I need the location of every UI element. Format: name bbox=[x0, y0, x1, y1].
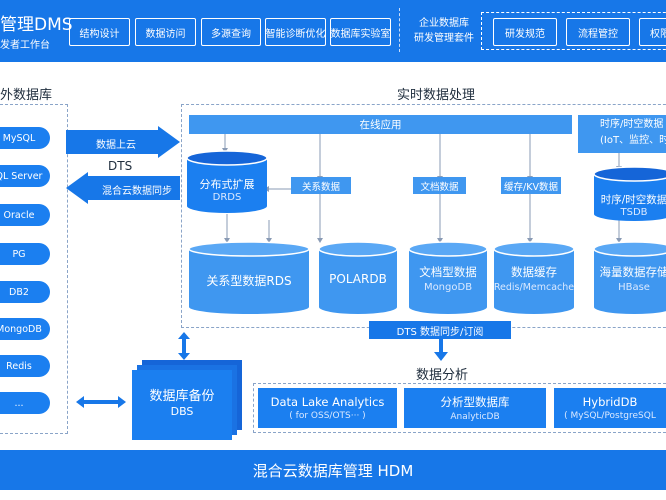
hbase-cylinder bbox=[593, 241, 666, 314]
mongodb-title: 文档型数据 bbox=[419, 265, 477, 279]
online-app-bar: 在线应用 bbox=[189, 115, 572, 134]
db-more: ... bbox=[0, 392, 50, 414]
db-redis: Redis bbox=[0, 355, 50, 377]
polardb-label: POLARDB bbox=[329, 272, 387, 286]
db-mysql: MySQL bbox=[0, 127, 50, 149]
hybriddb-title: HybridDB bbox=[582, 395, 638, 409]
mongodb-subtitle: MongoDB bbox=[423, 282, 473, 293]
analytics-card-analyticdb: 分析型数据库 AnalyticDB bbox=[404, 388, 546, 428]
tsdb-cylinder bbox=[593, 166, 666, 221]
hdm-footer-bar: 混合云数据库管理 HDM bbox=[0, 450, 666, 490]
cache-cylinder bbox=[493, 241, 575, 314]
hybriddb-subtitle: ( MySQL/PostgreSQL bbox=[564, 411, 656, 421]
hbase-title: 海量数据存储 bbox=[599, 265, 666, 279]
dla-subtitle: ( for OSS/OTS··· ) bbox=[289, 411, 366, 421]
db-oracle: Oracle bbox=[0, 204, 50, 226]
header-divider bbox=[399, 8, 400, 52]
analyticdb-subtitle: AnalyticDB bbox=[450, 412, 500, 422]
enterprise-button-permissions[interactable]: 权限 bbox=[639, 18, 666, 46]
dts-sync-subscribe-bar: DTS 数据同步/订阅 bbox=[369, 321, 511, 339]
brand-subtitle: 发者工作台 bbox=[0, 40, 50, 51]
analytics-card-dla: Data Lake Analytics ( for OSS/OTS··· ) bbox=[258, 388, 397, 428]
dts-label: DTS bbox=[108, 159, 133, 173]
enterprise-title-line2: 研发管理套件 bbox=[414, 33, 474, 44]
dbs-backup-stack bbox=[132, 360, 242, 440]
feature-button-db-lab[interactable]: 数据库实验室 bbox=[330, 18, 391, 46]
cloud-migration-label: 数据上云 bbox=[96, 140, 136, 151]
hybrid-sync-arrow bbox=[66, 172, 180, 204]
db-sql-server: QL Server bbox=[0, 165, 50, 187]
hybrid-sync-label: 混合云数据同步 bbox=[102, 186, 172, 197]
cache-subtitle: Redis/Memcache bbox=[493, 282, 575, 293]
drds-cylinder bbox=[186, 150, 268, 213]
db-pg: PG bbox=[0, 243, 50, 265]
enterprise-button-group bbox=[481, 12, 666, 50]
relational-data-label: 关系数据 bbox=[291, 177, 351, 194]
timeseries-source-bar: 时序/时空数据 (IoT、监控、时空信 bbox=[578, 115, 666, 153]
realtime-title: 实时数据处理 bbox=[397, 88, 476, 103]
analyticdb-title: 分析型数据库 bbox=[440, 395, 510, 409]
enterprise-button-process-control[interactable]: 流程管控 bbox=[566, 18, 630, 46]
cache-kv-data-label: 缓存/KV数据 bbox=[501, 177, 561, 194]
tsdb-subtitle: TSDB bbox=[620, 207, 648, 218]
cloud-migration-arrow bbox=[66, 126, 180, 158]
feature-button-structure-design[interactable]: 结构设计 bbox=[69, 18, 130, 46]
rds-cylinder bbox=[188, 241, 310, 314]
db-db2: DB2 bbox=[0, 281, 50, 303]
analytics-group bbox=[253, 383, 666, 433]
backup-vertical-arrow bbox=[178, 332, 190, 360]
feature-button-multi-source-query[interactable]: 多源查询 bbox=[201, 18, 261, 46]
drds-subtitle: DRDS bbox=[212, 192, 242, 203]
document-data-label: 文档数据 bbox=[413, 177, 466, 194]
timeseries-source-line2: (IoT、监控、时空信 bbox=[600, 135, 666, 146]
dla-title: Data Lake Analytics bbox=[270, 395, 385, 409]
analytics-card-hybriddb: HybridDB ( MySQL/PostgreSQL bbox=[554, 388, 666, 428]
enterprise-suite-title: 企业数据库 研发管理套件 bbox=[404, 16, 484, 46]
dbs-title: 数据库备份 bbox=[149, 389, 215, 404]
timeseries-source-line1: 时序/时空数据 bbox=[600, 119, 664, 130]
dbs-subtitle: DBS bbox=[170, 405, 194, 418]
cache-title: 数据缓存 bbox=[511, 265, 557, 279]
hbase-subtitle: HBase bbox=[618, 282, 650, 293]
analytics-title: 数据分析 bbox=[416, 368, 469, 383]
external-db-group bbox=[0, 104, 68, 434]
feature-button-smart-diagnosis[interactable]: 智能诊断优化 bbox=[265, 18, 326, 46]
tsdb-title: 时序/时空数据 bbox=[600, 194, 666, 206]
backup-horizontal-arrow bbox=[76, 396, 126, 408]
polardb-cylinder bbox=[318, 241, 398, 314]
db-mongodb: MongoDB bbox=[0, 318, 50, 340]
mongodb-cylinder bbox=[408, 241, 488, 314]
feature-button-data-access[interactable]: 数据访问 bbox=[135, 18, 196, 46]
enterprise-button-dev-spec[interactable]: 研发规范 bbox=[493, 18, 557, 46]
external-db-title: 外数据库 bbox=[0, 88, 53, 103]
top-header-bar bbox=[0, 0, 666, 62]
drds-title: 分布式扩展 bbox=[199, 178, 255, 191]
brand-title: 管理DMS bbox=[0, 15, 73, 35]
enterprise-title-line1: 企业数据库 bbox=[419, 18, 469, 29]
dts-down-arrow bbox=[434, 339, 448, 361]
rds-label: 关系型数据RDS bbox=[206, 274, 292, 288]
